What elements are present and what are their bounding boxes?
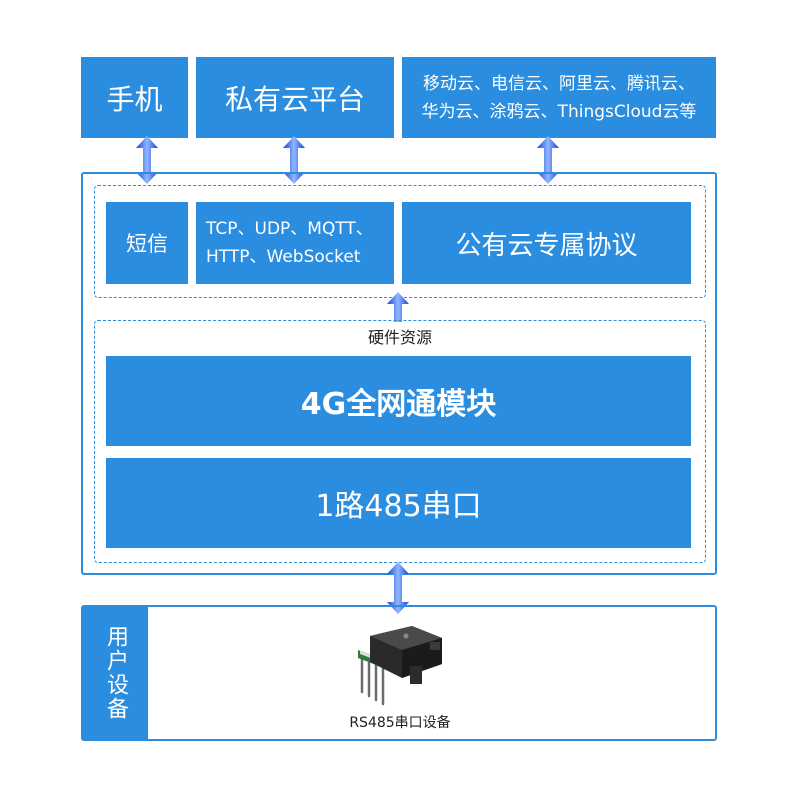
network-protocols-box: TCP、UDP、MQTT、 HTTP、WebSocket bbox=[196, 202, 394, 284]
serial-port-box: 1路485串口 bbox=[106, 458, 691, 548]
public-cloud-protocol-label: 公有云专属协议 bbox=[455, 230, 638, 261]
public-cloud-protocol-box: 公有云专属协议 bbox=[402, 202, 691, 284]
sms-label: 短信 bbox=[126, 232, 168, 256]
device-caption: RS485串口设备 bbox=[300, 712, 500, 732]
hardware-title: 硬件资源 bbox=[94, 328, 706, 348]
device-caption-text: RS485串口设备 bbox=[349, 715, 451, 731]
user-device-side-label: 用户设备 bbox=[82, 606, 148, 740]
network-protocols-line2: HTTP、WebSocket bbox=[206, 247, 361, 267]
public-clouds-line2: 华为云、涂鸦云、ThingsCloud云等 bbox=[421, 101, 697, 122]
private-cloud-label: 私有云平台 bbox=[224, 82, 365, 116]
phone-label: 手机 bbox=[106, 82, 163, 116]
sms-box: 短信 bbox=[106, 202, 188, 284]
user-device-side-text: 用户设备 bbox=[103, 625, 128, 721]
hardware-group bbox=[94, 320, 706, 563]
phone-box: 手机 bbox=[81, 57, 188, 138]
module-4g-box: 4G全网通模块 bbox=[106, 356, 691, 446]
module-4g-label: 4G全网通模块 bbox=[300, 387, 497, 422]
private-cloud-box: 私有云平台 bbox=[196, 57, 394, 138]
serial-port-label: 1路485串口 bbox=[315, 489, 482, 524]
public-clouds-box: 移动云、电信云、阿里云、腾讯云、 华为云、涂鸦云、ThingsCloud云等 bbox=[402, 57, 716, 138]
public-clouds-line1: 移动云、电信云、阿里云、腾讯云、 bbox=[423, 73, 695, 94]
device-arrow bbox=[387, 562, 409, 614]
network-protocols-line1: TCP、UDP、MQTT、 bbox=[206, 219, 373, 239]
pressure-sensor-image bbox=[358, 626, 442, 706]
hardware-title-text: 硬件资源 bbox=[367, 328, 432, 347]
hardware-up-arrow bbox=[387, 292, 409, 322]
